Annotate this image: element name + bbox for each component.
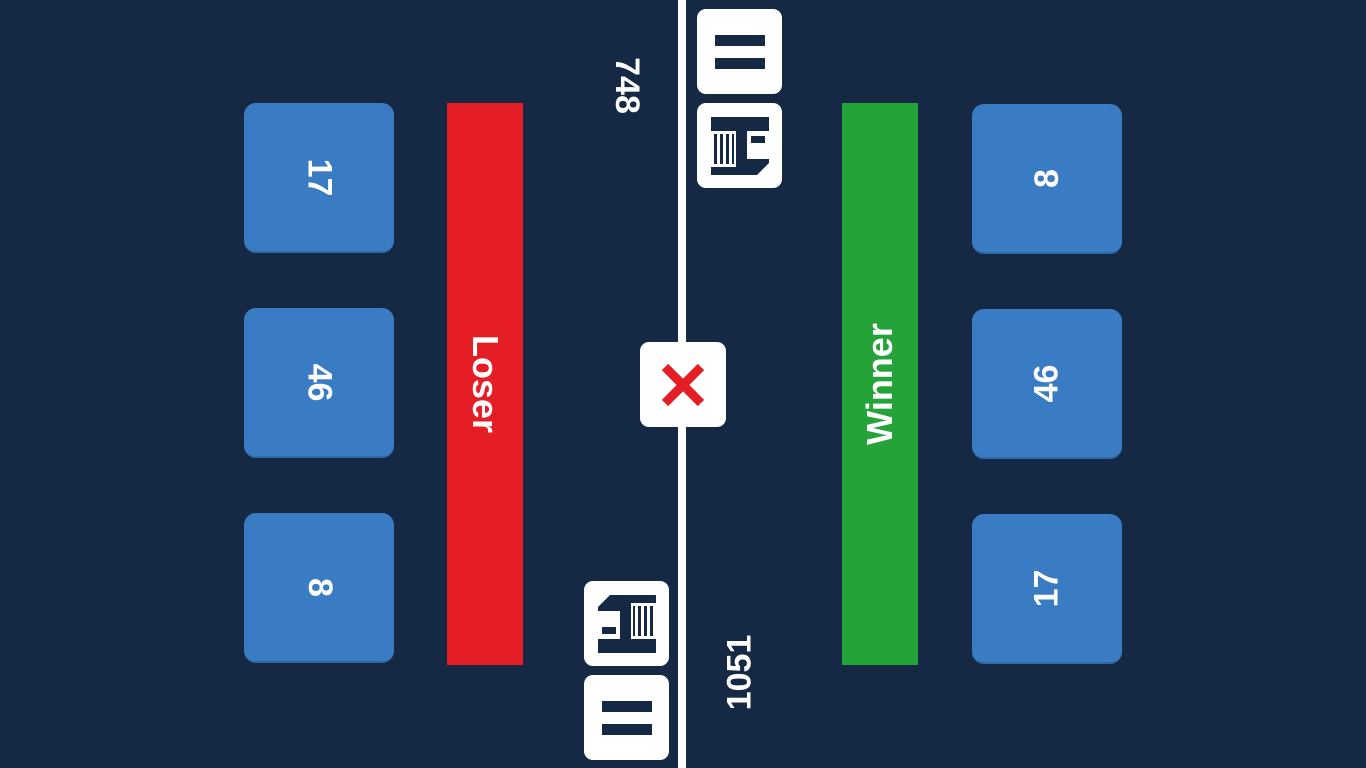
left-tile-3[interactable]: 8: [244, 513, 394, 663]
left-save-button[interactable]: [584, 581, 669, 666]
left-tile-1[interactable]: 17: [244, 103, 394, 253]
close-button[interactable]: [640, 342, 726, 427]
loser-label: Loser: [465, 334, 507, 434]
right-score: 1051: [680, 634, 800, 710]
loser-bar: Loser: [447, 103, 523, 665]
right-menu-button[interactable]: [697, 9, 782, 94]
right-tile-1-value: 8: [1027, 168, 1066, 188]
right-tile-3-value: 17: [1027, 569, 1066, 607]
right-tile-2[interactable]: 46: [972, 309, 1122, 459]
left-score-value: 748: [607, 56, 646, 114]
winner-label: Winner: [859, 323, 900, 445]
right-tile-1[interactable]: 8: [972, 104, 1122, 254]
left-tile-3-value: 8: [300, 577, 339, 597]
left-tile-1-value: 17: [300, 158, 339, 196]
right-score-value: 1051: [720, 634, 759, 710]
winner-bar: Winner: [842, 103, 918, 665]
close-icon: [661, 363, 705, 406]
save-icon: [710, 116, 769, 175]
menu-icon: [601, 700, 652, 735]
right-save-button[interactable]: [697, 103, 782, 188]
save-icon: [597, 594, 656, 653]
right-tile-3[interactable]: 17: [972, 514, 1122, 664]
right-tile-2-value: 46: [1027, 364, 1066, 402]
left-tile-2-value: 46: [300, 363, 339, 401]
left-tile-2[interactable]: 46: [244, 308, 394, 458]
left-score: 748: [566, 57, 686, 114]
left-menu-button[interactable]: [584, 675, 669, 760]
menu-icon: [714, 34, 765, 69]
